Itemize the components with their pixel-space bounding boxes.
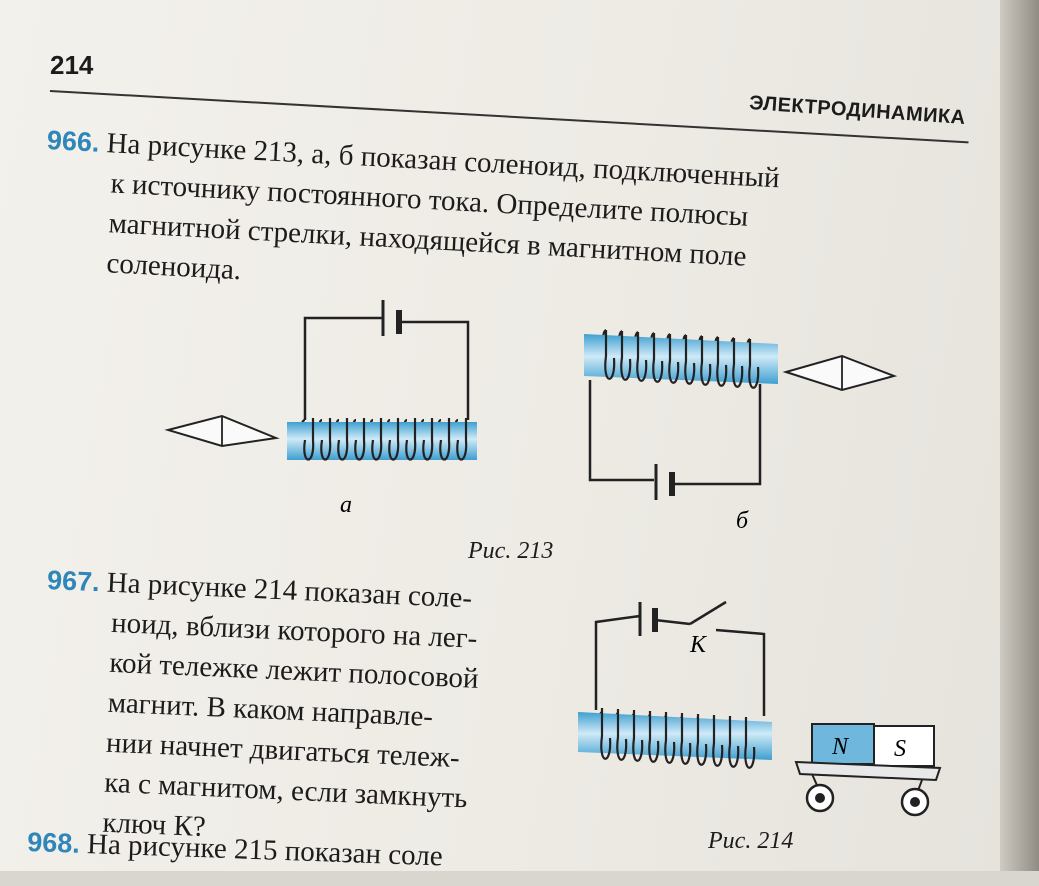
figure-213b: б [584, 329, 898, 534]
coil-front [303, 418, 468, 461]
wire [654, 618, 691, 626]
figure-label-b: б [736, 508, 749, 534]
figure-label-a: а [340, 492, 352, 518]
solenoid-core [584, 334, 778, 384]
wire [588, 380, 654, 482]
cart-platform [794, 760, 942, 782]
switch-label: К [689, 632, 708, 658]
textbook-page: 214 ЭЛЕКТРОДИНАМИКА 966. На рисунке 213,… [0, 0, 1000, 872]
wire [399, 320, 470, 420]
page-number: 214 [50, 50, 94, 80]
wire [672, 384, 762, 486]
wire [594, 614, 641, 710]
cart-wheel-hub [910, 797, 920, 807]
figure-214: К [578, 600, 942, 817]
coil-front [600, 708, 756, 769]
wire [303, 316, 383, 420]
magnet-north-label: N [831, 734, 850, 760]
page-edge [1000, 0, 1039, 871]
figure-213-caption: Рис. 213 [468, 538, 554, 564]
wire [715, 628, 766, 716]
switch-k [689, 600, 727, 626]
cart-wheel-hub [815, 793, 825, 803]
figures-svg: а [164, 300, 942, 817]
figure-213a: а [164, 300, 477, 518]
figure-214-caption: Рис. 214 [708, 828, 794, 854]
magnetic-needle [782, 354, 898, 392]
magnet-cart: N S [794, 723, 942, 817]
magnet-south-pole [873, 725, 935, 767]
magnet-south-label: S [894, 736, 906, 762]
coil-front [604, 330, 760, 389]
